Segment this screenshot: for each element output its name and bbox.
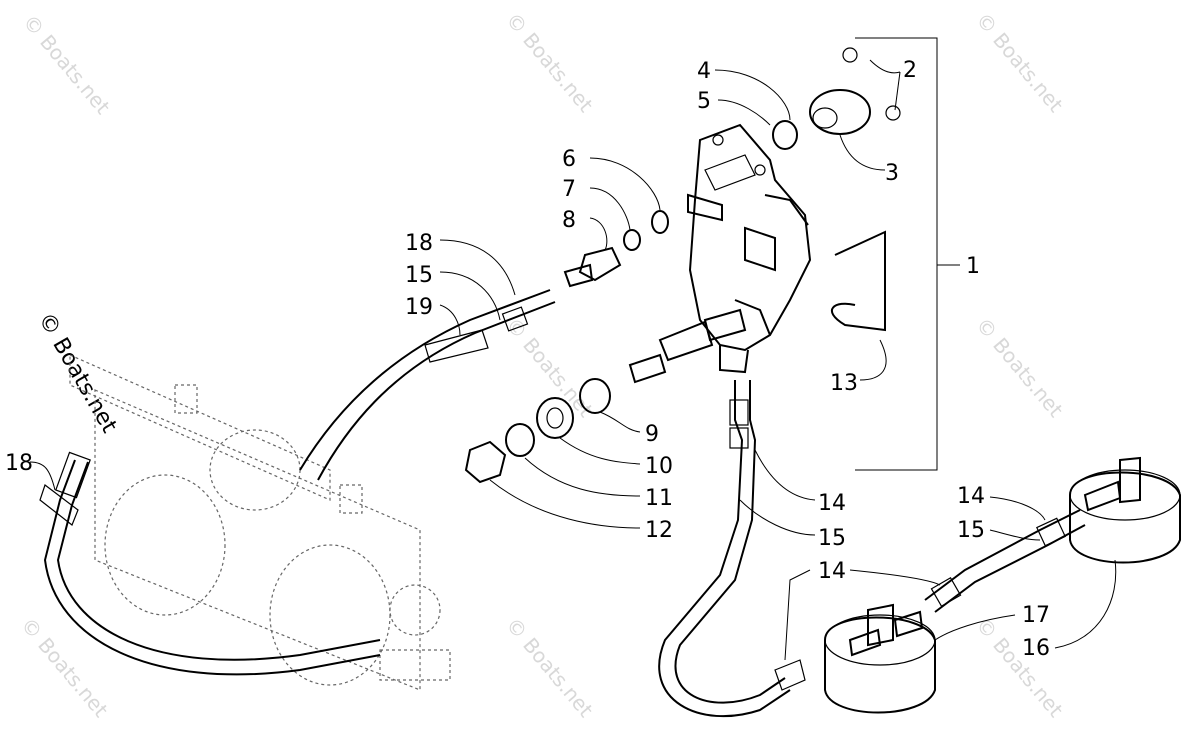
callout-14b: 14 <box>957 484 985 509</box>
watermark: © Boats.net <box>971 613 1068 722</box>
callout-18a: 18 <box>405 231 433 256</box>
regulator-cover <box>809 47 901 135</box>
callout-7: 7 <box>562 177 576 202</box>
leader-lines <box>29 59 1117 661</box>
watermark: © Boats.net <box>971 8 1068 117</box>
callout-13: 13 <box>830 371 858 396</box>
callout-16: 16 <box>1022 636 1050 661</box>
callout-12: 12 <box>645 518 673 543</box>
callout-17: 17 <box>1022 603 1050 628</box>
fuel-hose-lower <box>658 380 806 718</box>
callout-19: 19 <box>405 295 433 320</box>
callout-1: 1 <box>966 254 980 279</box>
callout-6: 6 <box>562 147 576 172</box>
callout-15c: 15 <box>405 263 433 288</box>
fittings <box>464 193 747 484</box>
callout-5: 5 <box>697 89 711 114</box>
watermark: © Boats.net <box>501 613 598 722</box>
fuel-filter-lower <box>824 603 936 714</box>
fuel-hose-filters <box>924 509 1086 613</box>
fuel-hose-upper <box>299 289 556 481</box>
callout-18b: 18 <box>5 451 33 476</box>
callout-2: 2 <box>903 58 917 83</box>
callout-8: 8 <box>562 208 576 233</box>
callout-10: 10 <box>645 454 673 479</box>
throttle-body-ghost <box>69 354 451 691</box>
watermark-dark: © Boats.net <box>33 309 122 438</box>
callout-14c: 14 <box>818 559 846 584</box>
fuel-hose-left <box>39 451 381 676</box>
callout-14a: 14 <box>818 491 846 516</box>
callout-11: 11 <box>645 486 673 511</box>
callout-15b: 15 <box>957 518 985 543</box>
callout-4: 4 <box>697 59 711 84</box>
callout-9: 9 <box>645 422 659 447</box>
fuel-filter-upper <box>1069 456 1181 564</box>
spring-clip <box>831 230 886 332</box>
callout-3: 3 <box>885 161 899 186</box>
watermark: © Boats.net <box>18 10 115 119</box>
callout-15a: 15 <box>818 526 846 551</box>
o-ring <box>772 120 798 150</box>
watermark: © Boats.net <box>16 613 113 722</box>
watermark: © Boats.net <box>971 313 1068 422</box>
fuel-pressure-regulator <box>688 123 812 374</box>
watermark: © Boats.net <box>501 8 598 117</box>
callout-labels: 1 2 3 4 5 6 7 8 9 10 11 12 13 14 15 14 1… <box>5 58 1050 661</box>
group-bracket <box>855 37 938 471</box>
